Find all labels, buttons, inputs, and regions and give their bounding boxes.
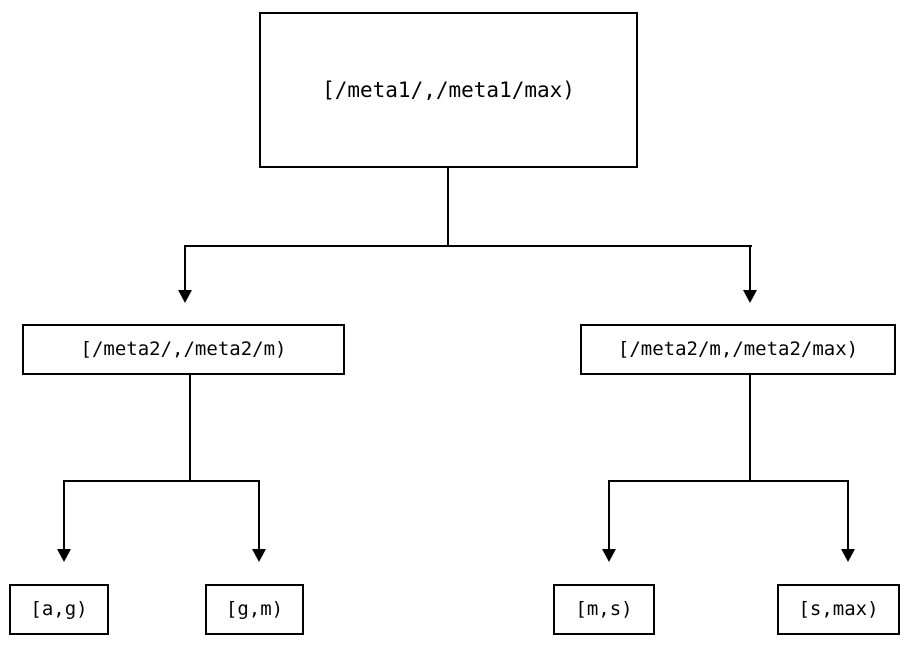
- edge-to-leaf-d: [847, 480, 849, 550]
- tree-leaf-node-d-label: [s,max): [798, 598, 879, 620]
- tree-node-level2-right-label: [/meta2/m,/meta2/max): [617, 338, 859, 360]
- tree-node-level2-left[interactable]: [/meta2/,/meta2/m): [22, 324, 345, 375]
- arrowhead-down-icon: [602, 549, 616, 562]
- edge-root-to-level2-right: [749, 245, 751, 291]
- edge-level2-left-trunk: [189, 375, 191, 482]
- tree-node-root[interactable]: [/meta1/,/meta1/max): [259, 12, 638, 168]
- arrowhead-down-icon: [743, 290, 757, 303]
- edge-level2-left-horizontal-bar: [63, 480, 260, 482]
- edge-level2-right-horizontal-bar: [608, 480, 849, 482]
- tree-node-root-label: [/meta1/,/meta1/max): [322, 77, 575, 102]
- edge-level2-right-trunk: [749, 375, 751, 482]
- arrowhead-down-icon: [841, 549, 855, 562]
- tree-leaf-node-a-label: [a,g): [30, 598, 88, 620]
- tree-leaf-node-d[interactable]: [s,max): [777, 584, 900, 635]
- arrowhead-down-icon: [178, 290, 192, 303]
- edge-root-to-level2-left: [184, 245, 186, 291]
- edge-root-horizontal-bar: [184, 245, 752, 247]
- tree-leaf-node-b[interactable]: [g,m): [205, 584, 304, 635]
- tree-node-level2-left-label: [/meta2/,/meta2/m): [80, 338, 287, 360]
- tree-leaf-node-c[interactable]: [m,s): [553, 584, 655, 635]
- tree-leaf-node-a[interactable]: [a,g): [9, 584, 109, 635]
- tree-node-level2-right[interactable]: [/meta2/m,/meta2/max): [580, 324, 896, 375]
- edge-to-leaf-a: [63, 480, 65, 550]
- arrowhead-down-icon: [252, 549, 266, 562]
- edge-root-trunk: [447, 168, 449, 247]
- arrowhead-down-icon: [57, 549, 71, 562]
- tree-leaf-node-c-label: [m,s): [575, 598, 633, 620]
- tree-leaf-node-b-label: [g,m): [225, 598, 284, 620]
- edge-to-leaf-c: [608, 480, 610, 550]
- edge-to-leaf-b: [258, 480, 260, 550]
